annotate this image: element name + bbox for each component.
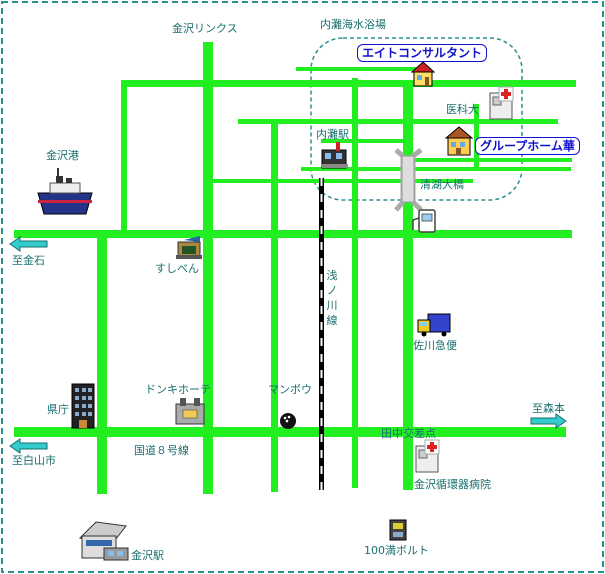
label-sagawa: 佐川急便 <box>413 339 457 352</box>
label-kanazawa-port: 金沢港 <box>46 149 79 162</box>
arrow-left-icon <box>9 236 48 252</box>
ship-icon <box>37 168 93 215</box>
road <box>213 179 473 183</box>
train-station-icon <box>321 142 348 169</box>
road <box>121 80 576 87</box>
road <box>238 119 558 124</box>
label-asanogawa-line: 浅ノ川線 <box>326 269 338 327</box>
label-uchinada-beach: 内灘海水浴場 <box>320 18 386 31</box>
label-to-kanaiwa: 至金石 <box>12 254 45 267</box>
road <box>203 42 213 494</box>
label-100man-volt: 100満ボルト <box>364 544 429 557</box>
truck-icon <box>417 313 451 337</box>
label-kanazawa-junkanki: 金沢循環器病院 <box>414 478 491 491</box>
road <box>296 67 416 71</box>
hospital-icon <box>489 86 514 120</box>
bowling-icon <box>280 413 296 429</box>
label-kencho: 県庁 <box>47 403 69 416</box>
label-tanaka-intersection: 田中交差点 <box>381 427 436 440</box>
seiko-bridge <box>394 148 423 212</box>
gas-station-icon <box>412 209 436 233</box>
shop-icon <box>176 236 202 259</box>
railway-asanogawa <box>319 178 324 490</box>
train-station-icon <box>78 521 129 561</box>
road <box>97 232 107 494</box>
arrow-left-icon <box>9 438 48 454</box>
road <box>474 104 479 168</box>
road <box>14 230 572 238</box>
road <box>301 167 571 171</box>
label-uchinada-station: 内灘駅 <box>316 128 349 141</box>
road-network <box>14 42 576 494</box>
hospital-icon <box>415 439 440 473</box>
shop-icon <box>389 519 407 541</box>
road <box>271 122 278 492</box>
label-don-quijote: ドンキホーテ <box>145 383 211 396</box>
road <box>121 80 127 232</box>
road <box>412 158 572 162</box>
arrow-right-icon <box>530 413 567 429</box>
house-icon <box>444 126 474 156</box>
label-seiko-bridge: 清湖大橋 <box>420 178 464 191</box>
store-icon <box>175 398 205 425</box>
label-sushiben: すしべん <box>155 262 199 275</box>
road <box>403 80 413 490</box>
highlight-group-home[interactable]: グループホーム華 <box>475 137 580 155</box>
label-kanazawa-links: 金沢リンクス <box>172 22 238 35</box>
building-icon <box>71 383 95 429</box>
label-ika-dai: 医科大 <box>446 103 479 116</box>
house-icon <box>410 61 436 87</box>
label-to-morimoto: 至森本 <box>532 402 565 415</box>
highlight-eito-consultant[interactable]: エイトコンサルタント <box>357 44 488 62</box>
label-route8: 国道８号線 <box>134 444 189 457</box>
road <box>321 139 406 143</box>
label-to-hakusan: 至白山市 <box>12 454 56 467</box>
label-manbou: マンボウ <box>268 383 312 396</box>
label-kanazawa-station: 金沢駅 <box>131 549 164 562</box>
road <box>352 78 358 488</box>
road <box>14 427 566 437</box>
